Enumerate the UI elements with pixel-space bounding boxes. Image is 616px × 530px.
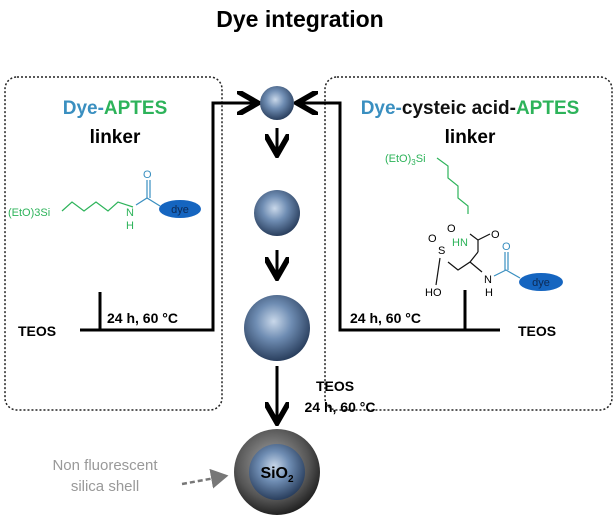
dye-cysteic-acid-aptes-structure: (EtO)3Si HN O S O O HO N H O dye	[385, 153, 563, 299]
diagram-title: Dye integration	[216, 6, 383, 32]
particle-growth-sequence: TEOS 24 h, 60 °C SiO2	[234, 86, 375, 515]
dye-marker	[519, 273, 563, 291]
left-panel-border	[4, 76, 223, 411]
intermediate-particle	[254, 190, 300, 236]
svg-text:O: O	[143, 169, 152, 181]
dye-marker	[159, 200, 201, 218]
center-condition: 24 h, 60 °C	[305, 399, 376, 415]
left-reagent: TEOS	[18, 323, 56, 339]
shell-annotation: Non fluorescent silica shell	[52, 457, 229, 495]
svg-text:O: O	[502, 241, 511, 253]
svg-text:H: H	[126, 220, 134, 232]
svg-text:HN: HN	[452, 237, 468, 249]
svg-text:N: N	[126, 207, 134, 219]
svg-text:S: S	[438, 245, 445, 257]
svg-text:N: N	[484, 274, 492, 286]
svg-text:dye: dye	[532, 277, 550, 289]
right-heading: Dye-cysteic acid-APTES	[361, 98, 580, 119]
svg-text:Non fluorescent: Non fluorescent	[52, 457, 158, 474]
svg-text:O: O	[491, 229, 500, 241]
svg-text:O: O	[447, 223, 456, 235]
dashed-arrow	[181, 468, 229, 489]
svg-text:(EtO)3Si: (EtO)3Si	[385, 153, 426, 167]
left-subheading: linker	[90, 127, 141, 148]
left-condition: 24 h, 60 °C	[107, 310, 178, 326]
right-panel-border	[324, 76, 613, 411]
left-heading: Dye-APTES	[63, 98, 168, 119]
core-label: SiO2	[260, 465, 294, 485]
right-subheading: linker	[445, 127, 496, 148]
dye-aptes-structure: (EtO)3Si N H O dye	[8, 169, 201, 232]
center-reagent: TEOS	[316, 378, 354, 394]
right-reagent: TEOS	[518, 323, 556, 339]
seed-particle	[260, 86, 294, 120]
svg-text:H: H	[485, 287, 493, 299]
left-reaction-arrow	[80, 103, 255, 332]
svg-text:dye: dye	[171, 204, 189, 216]
grown-particle	[244, 295, 310, 361]
fluorescent-core	[249, 444, 305, 500]
left-silane-label: (EtO)3Si	[8, 207, 50, 219]
svg-text:HO: HO	[425, 287, 442, 299]
svg-text:O: O	[428, 233, 437, 245]
svg-text:silica shell: silica shell	[71, 478, 139, 495]
right-panel: Dye-cysteic acid-APTES linker (EtO)3Si H…	[300, 76, 613, 411]
right-reaction-arrow	[300, 103, 500, 332]
left-panel: Dye-APTES linker (EtO)3Si N H O dye TEOS…	[4, 76, 255, 411]
right-condition: 24 h, 60 °C	[350, 310, 421, 326]
